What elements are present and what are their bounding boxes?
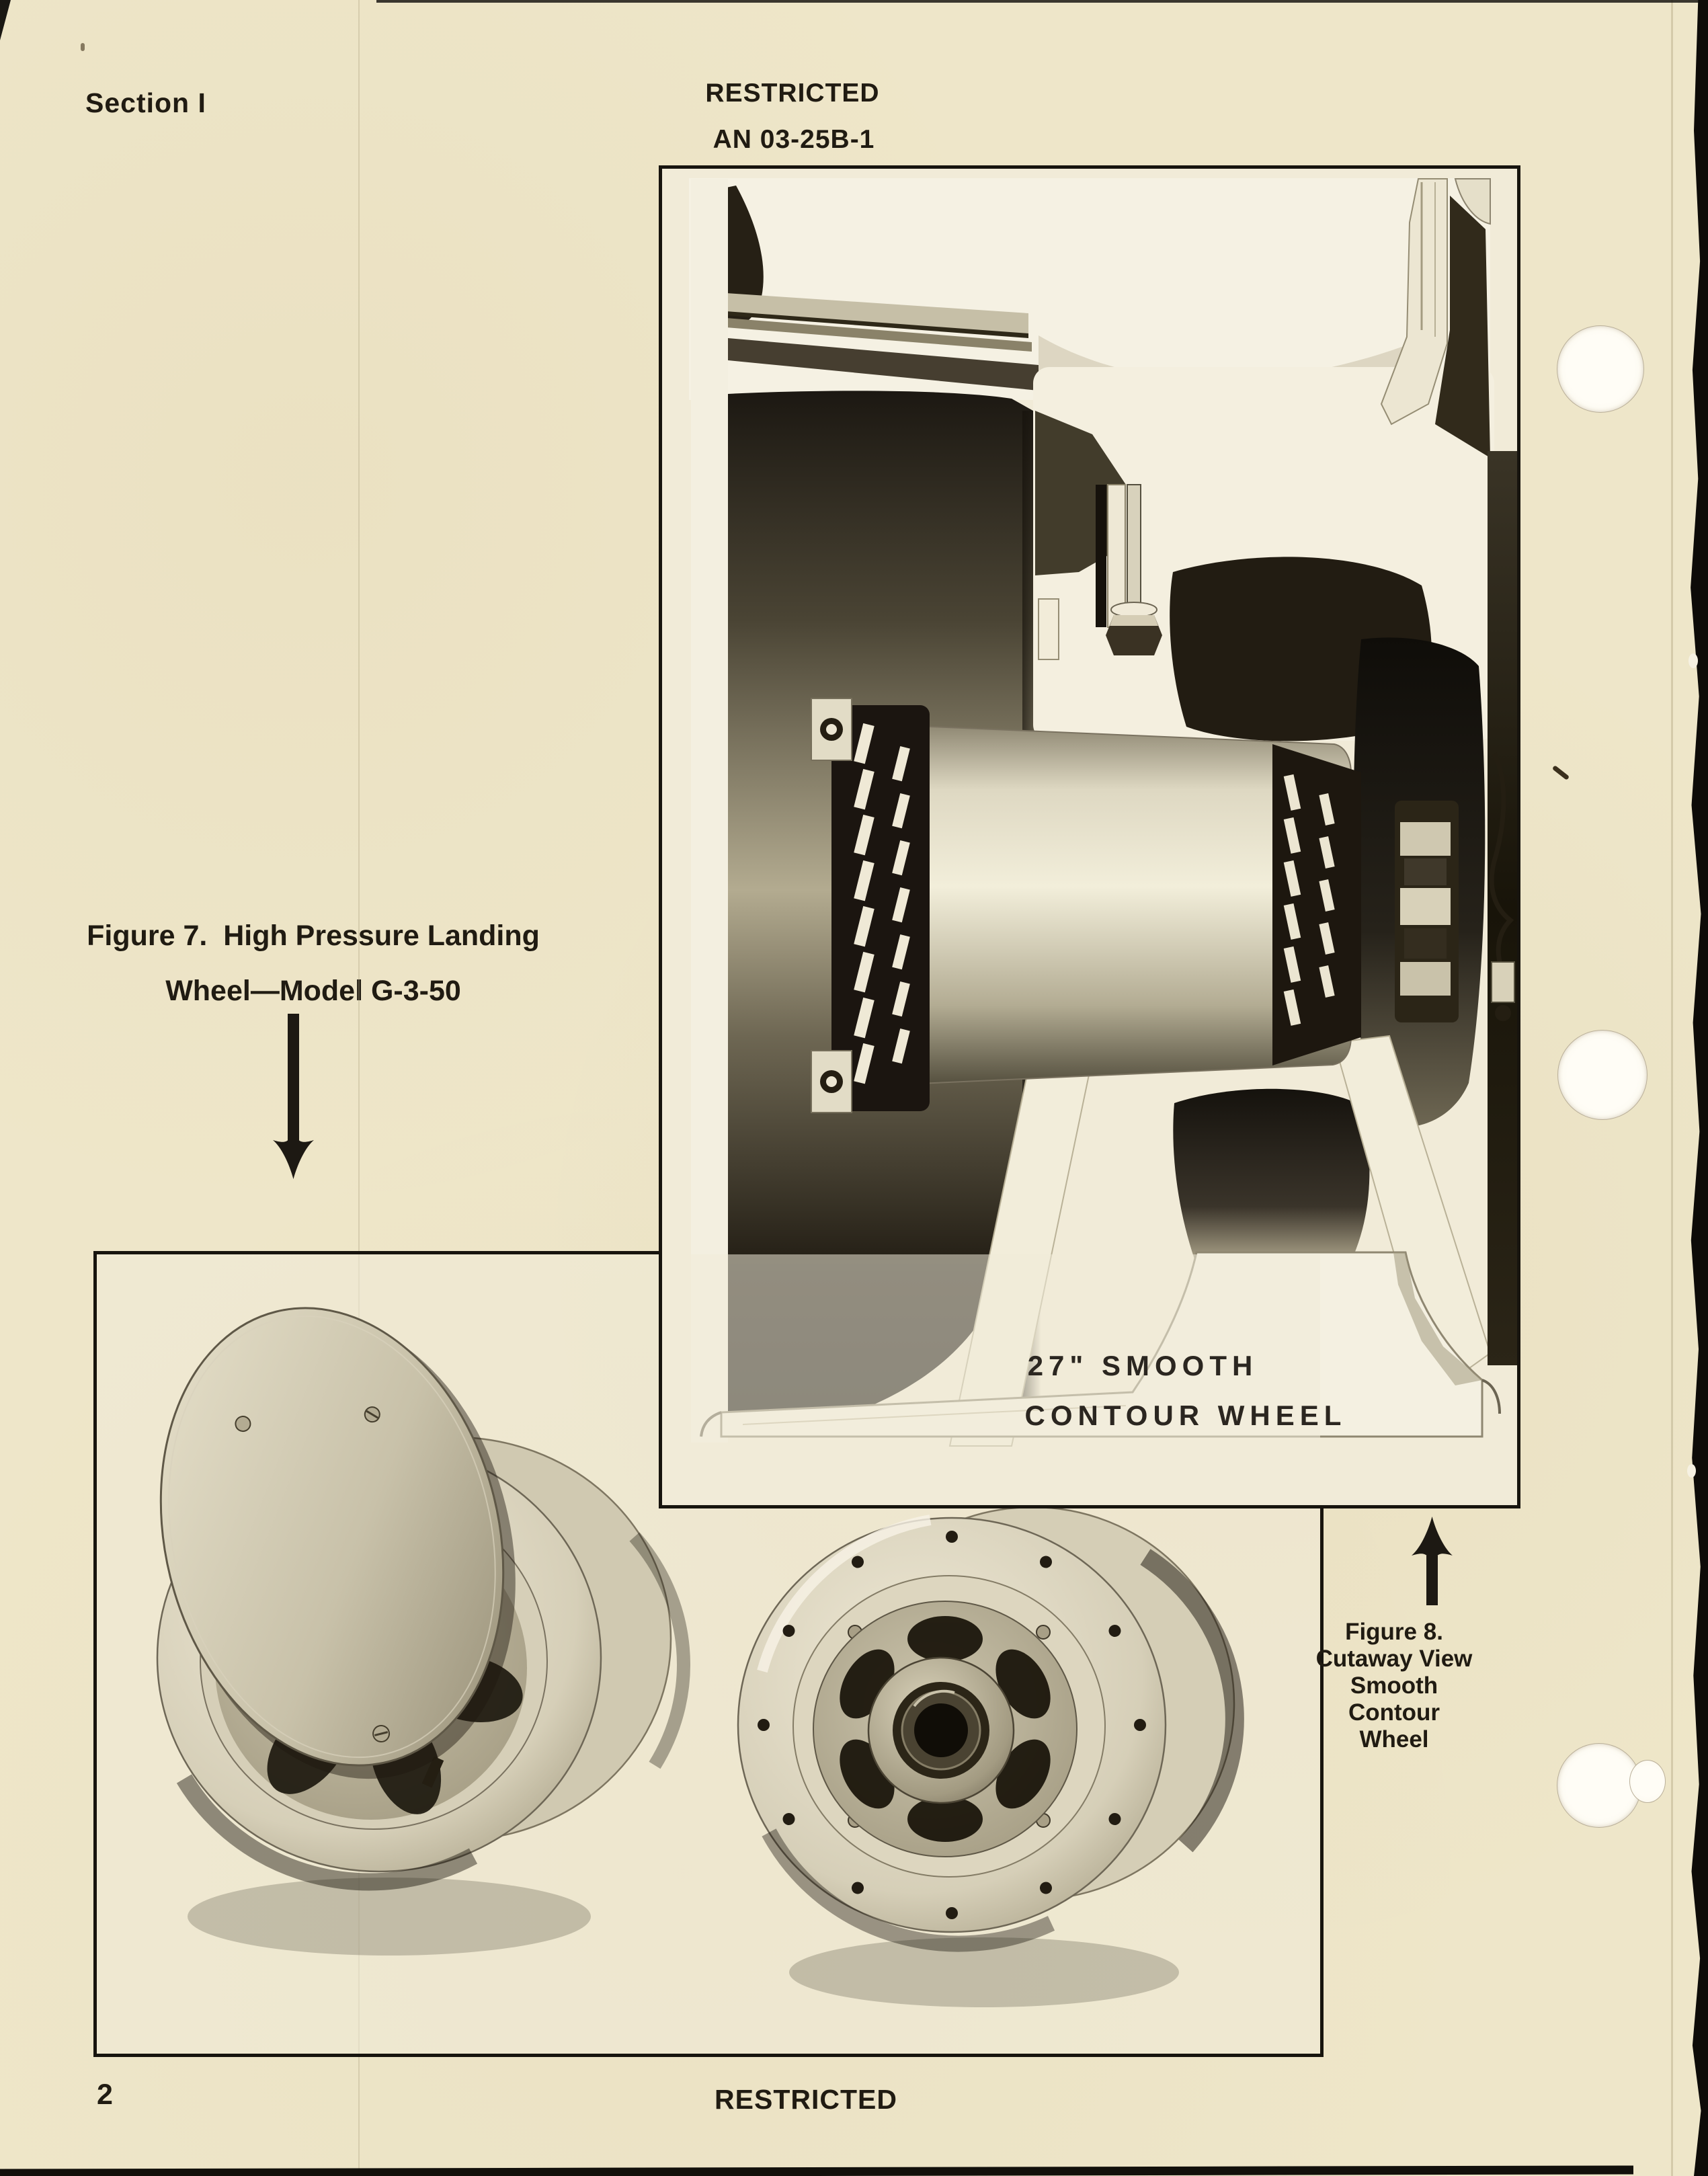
figure7-frame-top bbox=[93, 1251, 662, 1254]
hub-cover-disc bbox=[159, 1307, 516, 1779]
ink-speck bbox=[81, 43, 85, 51]
header-classification: RESTRICTED bbox=[705, 79, 880, 108]
paper-crease-left bbox=[358, 0, 360, 2176]
page-number: 2 bbox=[97, 2079, 113, 2111]
bolt-holes bbox=[758, 1531, 1146, 1919]
rim-right-side bbox=[1380, 178, 1517, 1365]
paper-fuzz-speck-2 bbox=[1687, 1464, 1696, 1478]
photo-label-line2: CONTOUR WHEEL bbox=[1024, 1400, 1347, 1431]
figure7-frame-right bbox=[1320, 1506, 1324, 2057]
figure7-frame-left bbox=[93, 1251, 97, 2057]
figure7-caption-line2: Wheel—Model G-3-50 bbox=[165, 975, 461, 1007]
figure7-pointer-arrow-down bbox=[273, 1014, 314, 1179]
paper-fuzz-speck bbox=[1689, 653, 1698, 668]
figure7-caption-line1: Figure 7. High Pressure Landing bbox=[87, 920, 540, 952]
scan-edge-top bbox=[376, 0, 1708, 3]
left-wheel bbox=[156, 1307, 690, 1956]
hole-punch-middle bbox=[1557, 1030, 1648, 1120]
valve-stem bbox=[421, 1756, 444, 1788]
scan-edge-corner bbox=[0, 0, 11, 40]
ink-mark bbox=[1551, 765, 1570, 780]
footer-classification: RESTRICTED bbox=[715, 2084, 897, 2115]
section-label: Section I bbox=[85, 87, 206, 118]
bearing-left bbox=[811, 698, 930, 1113]
disc-screws bbox=[235, 1406, 391, 1743]
photo-label-line1: 27" SMOOTH bbox=[1027, 1350, 1258, 1381]
rim-well-top bbox=[689, 178, 1490, 434]
figure7-wheels-photo bbox=[97, 1254, 1320, 2054]
figure8-pointer-arrow-up bbox=[1412, 1517, 1453, 1605]
figure8-caption-line1: Figure 8. bbox=[1345, 1619, 1443, 1645]
figure8-caption-line4: Contour bbox=[1348, 1699, 1440, 1726]
hole-punch-tear bbox=[1629, 1760, 1666, 1803]
spoke-cavity-bottom bbox=[1173, 1088, 1370, 1279]
figure8-caption-line3: Smooth bbox=[1350, 1673, 1438, 1699]
safety-wire bbox=[1489, 752, 1514, 963]
hole-punch-bottom bbox=[1557, 1743, 1641, 1828]
figure8-photo-frame bbox=[659, 165, 1520, 1508]
bearing-right bbox=[1272, 744, 1459, 1065]
keeper-tab bbox=[1038, 598, 1059, 660]
scan-edge-bottom bbox=[0, 2165, 1634, 2176]
tie-bolt-detail bbox=[1096, 484, 1162, 655]
figure8-caption-line2: Cutaway View bbox=[1315, 1646, 1473, 1672]
scan-edge-right-torn bbox=[1691, 0, 1708, 2176]
figure7-frame-bottom bbox=[93, 2054, 1324, 2057]
document-number: AN 03-25B-1 bbox=[713, 125, 875, 154]
right-wheel bbox=[737, 1506, 1244, 2007]
figure8-caption-line5: Wheel bbox=[1359, 1726, 1429, 1752]
paper-crease-right bbox=[1671, 0, 1673, 2176]
hole-punch-top bbox=[1557, 325, 1644, 413]
rim-left-edge bbox=[691, 179, 728, 1443]
